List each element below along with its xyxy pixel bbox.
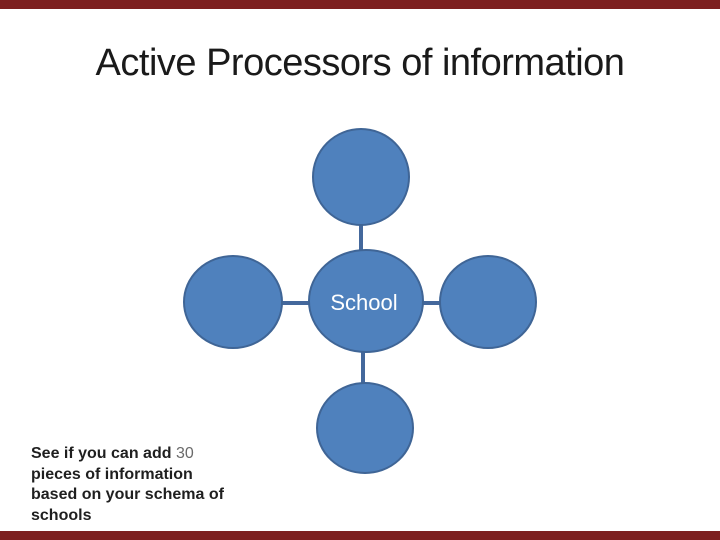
note-line-2: pieces of information [31,465,193,483]
node-top-circle [312,128,410,226]
node-center-circle [308,249,424,353]
node-left-circle [183,255,283,349]
slide-title: Active Processors of information [95,42,625,84]
bottom-accent-bar [0,531,720,540]
node-right-circle [439,255,537,349]
note-number: 30 [175,445,194,462]
note-line-3: based on your schema of [31,486,224,503]
note-text: See if you can add 30 pieces of informat… [31,444,261,526]
note-line-1-prefix: See if you can add [31,445,176,462]
note-line-4: schools [31,506,92,524]
node-bottom-circle [316,382,414,474]
note-line-1: See if you can add 30 [31,444,261,465]
center-node-label: School [330,290,397,315]
top-accent-bar [0,0,720,9]
